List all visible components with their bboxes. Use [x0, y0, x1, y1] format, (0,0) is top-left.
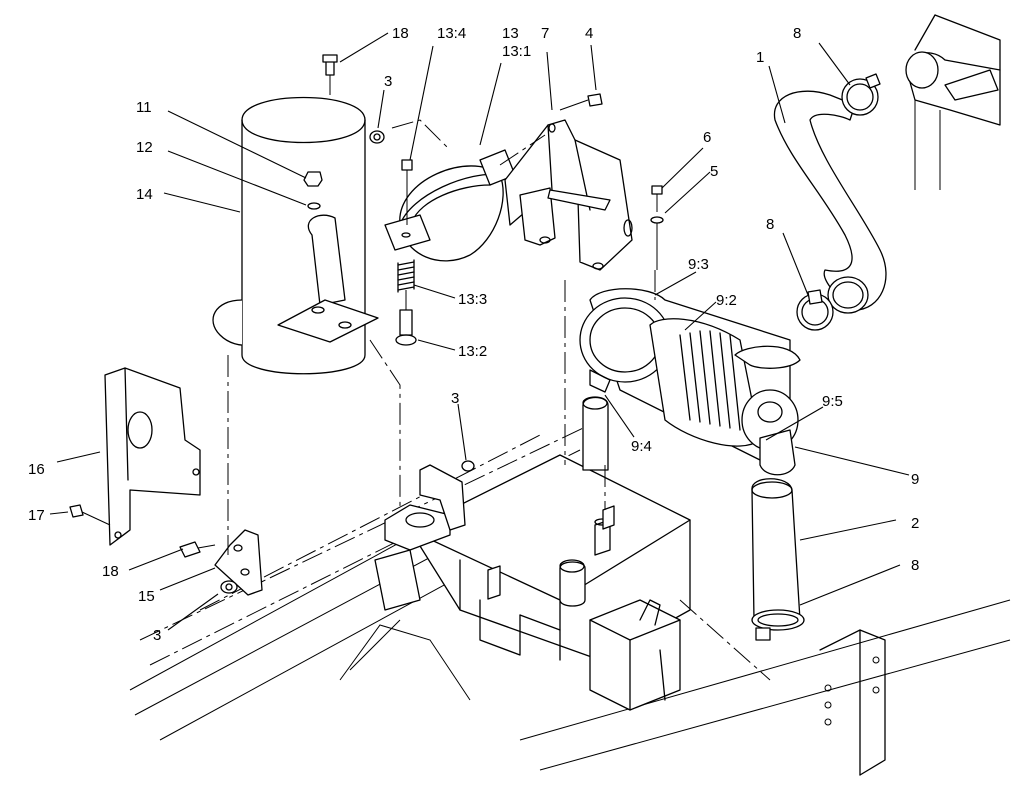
heat-shield — [104, 367, 201, 546]
nut-3-lower — [220, 580, 238, 594]
callout-13-2: 13:2 — [458, 343, 487, 360]
callout-3-upper: 3 — [384, 73, 392, 90]
callout-11: 11 — [136, 99, 152, 116]
bolt-and-washer — [650, 185, 664, 270]
callout-8-upper: 8 — [793, 25, 801, 42]
nut-and-washer — [303, 171, 323, 210]
callout-17: 17 — [28, 507, 45, 524]
hose-clamp-lower — [751, 609, 805, 641]
callout-9-2: 9:2 — [716, 292, 737, 309]
intake-pipe-top-right — [905, 14, 1001, 190]
callout-9-4: 9:4 — [631, 438, 652, 455]
callout-4: 4 — [585, 25, 593, 42]
callout-13-3: 13:3 — [458, 291, 487, 308]
callout-15: 15 — [138, 588, 155, 605]
assembly-lines — [227, 119, 771, 681]
callout-labels: 18 3 11 12 14 13:4 13 13:1 7 4 6 5 1 8 8… — [28, 25, 919, 644]
hose-clamp-upper — [841, 73, 881, 116]
muffler-clamp — [384, 149, 516, 346]
intake-hose-lower — [751, 478, 801, 629]
callout-9-3: 9:3 — [688, 256, 709, 273]
air-cleaner-bracket — [504, 119, 633, 271]
callout-14: 14 — [136, 186, 153, 203]
callout-18-top: 18 — [392, 25, 409, 42]
hose-clamp-middle — [796, 289, 834, 331]
leader-lines — [49, 32, 910, 631]
callout-8-middle: 8 — [766, 216, 774, 233]
callout-9-5: 9:5 — [822, 393, 843, 410]
bolt-18-lower — [179, 541, 216, 558]
bolt-17 — [69, 504, 111, 526]
bolt-4 — [559, 93, 603, 111]
muffler-mount-bracket — [214, 529, 263, 596]
callout-8-lower: 8 — [911, 557, 919, 574]
callout-7: 7 — [541, 25, 549, 42]
callout-5: 5 — [710, 163, 718, 180]
callout-3-middle: 3 — [451, 390, 459, 407]
muffler — [212, 54, 379, 375]
nut-3-upper — [369, 130, 385, 144]
callout-13: 13 — [502, 25, 519, 42]
callout-2: 2 — [911, 515, 919, 532]
callout-16: 16 — [28, 461, 45, 478]
callout-12: 12 — [136, 139, 153, 156]
exhaust-riser — [582, 396, 609, 471]
callout-9: 9 — [911, 471, 919, 488]
callout-1: 1 — [756, 49, 764, 66]
callout-13-4: 13:4 — [437, 25, 466, 42]
bracket-right — [419, 460, 475, 531]
callout-13-1: 13:1 — [502, 43, 531, 60]
callout-3-lower: 3 — [153, 627, 161, 644]
callout-18-lower: 18 — [102, 563, 119, 580]
callout-6: 6 — [703, 129, 711, 146]
engine-block — [374, 454, 691, 711]
intake-hose — [773, 90, 887, 314]
air-cleaner — [579, 288, 801, 476]
